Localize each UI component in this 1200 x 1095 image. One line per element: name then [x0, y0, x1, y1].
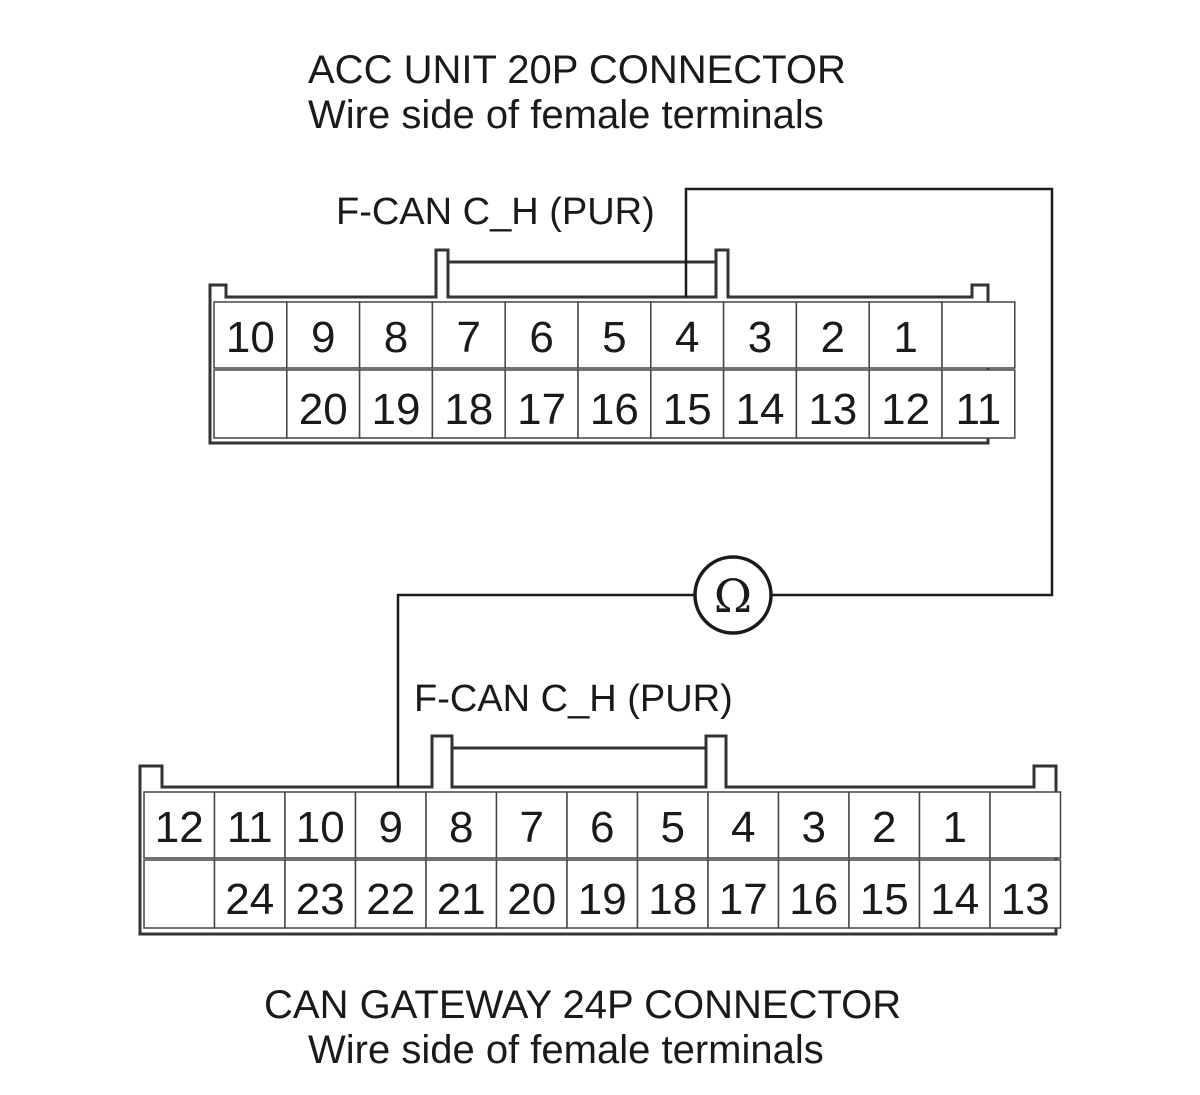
- bottom-row2-cavity: [566, 859, 639, 929]
- bottom-row1-cavity: [707, 791, 780, 859]
- bottom-row2-terminal-label: 21: [437, 875, 486, 924]
- bottom-row1-cavity: [848, 791, 921, 859]
- bottom-row1-terminal-label: 1: [943, 803, 967, 852]
- bottom-row1-cavity: [566, 791, 639, 859]
- top-row2-terminal-label: 14: [736, 385, 785, 434]
- bottom-row1-terminal-label: 7: [520, 803, 544, 852]
- bottom-row2-terminal-label: 19: [578, 875, 627, 924]
- top-row2-cavity: [213, 369, 288, 439]
- bottom-row1-cavity: [989, 791, 1062, 859]
- top-row1-cavity: [431, 301, 506, 369]
- top-row1-cavity: [286, 301, 361, 369]
- top-row2-terminal-label: 15: [663, 385, 712, 434]
- bottom-row2-terminal-label: 20: [507, 875, 556, 924]
- probe-wire-top: [684, 187, 1054, 597]
- top-row2-terminal-label: 16: [590, 385, 639, 434]
- top-row1-terminal-label: 5: [602, 313, 626, 362]
- top-row2-cavity: [504, 369, 579, 439]
- bottom-row2-cavity: [354, 859, 427, 929]
- bottom-connector-latch: [450, 746, 708, 789]
- bottom-row1-terminal-label: 8: [449, 803, 473, 852]
- top-row1-cavity: [358, 301, 434, 369]
- top-row2-terminal-label: 11: [956, 385, 1002, 434]
- bottom-row2-cavity: [495, 859, 568, 929]
- top-row1-terminal-label: 9: [311, 313, 335, 362]
- top-row1-cavity: [941, 301, 1016, 369]
- top-row1-terminal-label: 4: [675, 313, 699, 362]
- bottom-row2-cavity: [777, 859, 850, 929]
- top-row2-cavity: [941, 369, 1016, 439]
- bottom-row1-terminal-label: 6: [590, 803, 614, 852]
- bottom-row2-terminal-label: 22: [366, 875, 415, 924]
- bottom-row1-terminal-label: 3: [802, 803, 826, 852]
- bottom-row2-terminal-label: 15: [860, 875, 909, 924]
- bottom-row2-terminal-label: 24: [225, 875, 274, 924]
- top-row1-cavity: [868, 301, 943, 369]
- bottom-row2-cavity: [707, 859, 780, 929]
- top-row1-cavity: [650, 301, 725, 369]
- bottom-row1-terminal-label: 4: [731, 803, 755, 852]
- bottom-row1-cavity: [495, 791, 568, 859]
- bottom-connector-subtitle: Wire side of female terminals: [308, 1028, 824, 1072]
- bottom-row1-terminal-label: 9: [379, 803, 403, 852]
- top-connector-subtitle: Wire side of female terminals: [308, 93, 824, 137]
- bottom-row2-terminal-label: 16: [789, 875, 838, 924]
- top-row2-terminal-label: 12: [881, 385, 930, 434]
- top-row2-cavity: [650, 369, 725, 439]
- top-row2-cavity: [358, 369, 434, 439]
- top-row1-terminal-label: 3: [748, 313, 772, 362]
- bottom-row1-terminal-label: 11: [227, 803, 273, 852]
- top-row1-terminal-label: 8: [384, 313, 408, 362]
- bottom-row2-terminal-label: 17: [719, 875, 768, 924]
- top-row2-cavity: [795, 369, 870, 439]
- ohm-symbol: Ω: [714, 569, 752, 623]
- bottom-row1-cavity: [636, 791, 709, 859]
- top-row2-cavity: [722, 369, 798, 439]
- bottom-row1-cavity: [354, 791, 427, 859]
- top-row1-terminal-label: 1: [893, 313, 917, 362]
- top-row1-terminal-label: 2: [821, 313, 845, 362]
- bottom-row2-cavity: [213, 859, 286, 929]
- top-row2-cavity: [577, 369, 652, 439]
- top-row1-cavity: [504, 301, 579, 369]
- bottom-wire-label: F-CAN C_H (PUR): [414, 678, 733, 720]
- bottom-row2-terminal-label: 23: [296, 875, 345, 924]
- top-row1-terminal-label: 6: [529, 313, 553, 362]
- top-row2-terminal-label: 20: [299, 385, 348, 434]
- top-row2-terminal-label: 13: [808, 385, 857, 434]
- bottom-row2-terminal-label: 13: [1001, 875, 1050, 924]
- bottom-row2-terminal-label: 18: [648, 875, 697, 924]
- top-row1-cavity: [577, 301, 652, 369]
- bottom-row1-terminal-label: 2: [872, 803, 896, 852]
- top-row1-terminal-label: 7: [457, 313, 481, 362]
- top-row2-terminal-label: 18: [444, 385, 493, 434]
- bottom-row1-terminal-label: 12: [155, 803, 204, 852]
- top-row2-terminal-label: 19: [372, 385, 421, 434]
- top-connector-latch: [446, 260, 718, 299]
- bottom-row2-cavity: [143, 859, 216, 929]
- bottom-row1-cavity: [425, 791, 498, 859]
- bottom-row1-terminal-label: 5: [661, 803, 685, 852]
- bottom-row2-terminal-label: 14: [930, 875, 979, 924]
- top-wire-label: F-CAN C_H (PUR): [336, 191, 655, 233]
- bottom-row2-cavity: [918, 859, 991, 929]
- bottom-connector-title: CAN GATEWAY 24P CONNECTOR: [264, 983, 901, 1027]
- top-row1-terminal-label: 10: [226, 313, 275, 362]
- bottom-row2-cavity: [284, 859, 357, 929]
- bottom-row1-cavity: [284, 791, 357, 859]
- ohmmeter-icon: Ω: [693, 555, 773, 635]
- bottom-row2-cavity: [989, 859, 1062, 929]
- top-connector-title: ACC UNIT 20P CONNECTOR: [308, 48, 846, 92]
- bottom-row1-terminal-label: 10: [296, 803, 345, 852]
- bottom-row1-cavity: [213, 791, 286, 859]
- probe-wire-bottom: [396, 593, 694, 787]
- top-row2-terminal-label: 17: [517, 385, 566, 434]
